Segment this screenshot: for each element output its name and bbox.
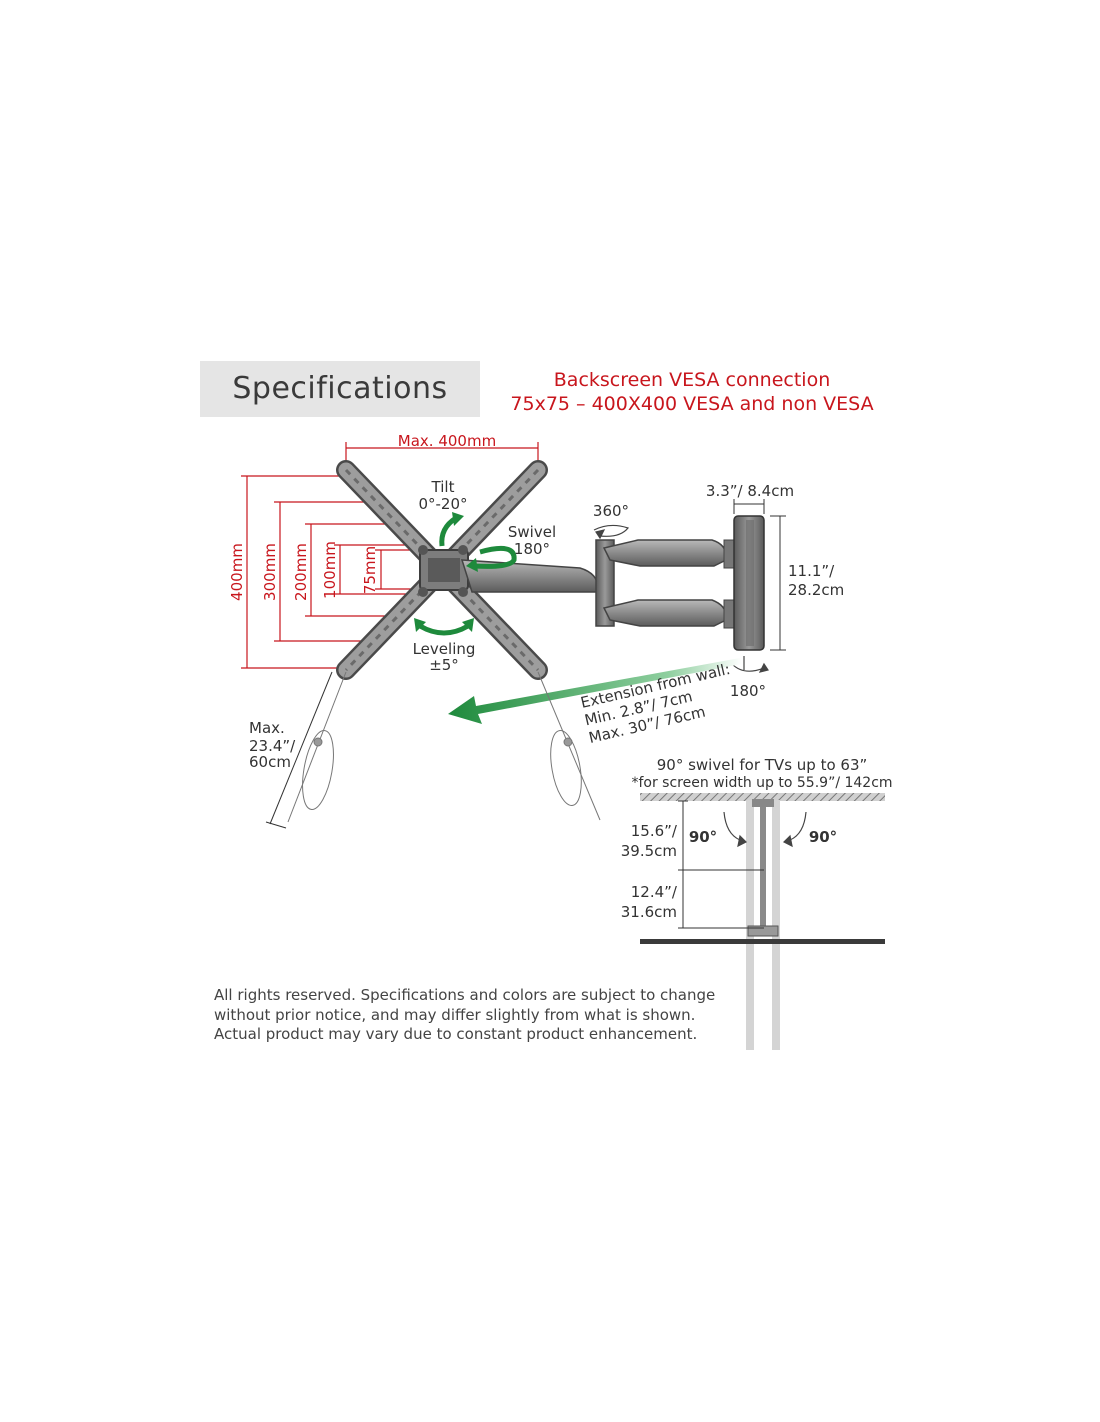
cable-label-1: Max. [249,719,285,737]
top-view-dimension-lines [678,800,764,929]
dim-200mm-label: 200mm [292,543,310,601]
cable-dimension-line [265,671,333,829]
dim-100mm-label: 100mm [321,541,339,599]
swivel-label: Swivel [508,523,556,541]
bracket-height-label-2: 28.2cm [788,581,844,599]
extension-arrow-icon [448,658,742,724]
tilt-value: 0°-20° [418,495,467,513]
top-view-note: *for screen width up to 55.9”/ 142cm [631,775,892,791]
cable-label-2: 23.4”/ [249,737,296,755]
leveling-arrow-icon [414,618,474,636]
cable-label-3: 60cm [249,753,291,771]
top-dim1-line2: 39.5cm [621,842,677,860]
vesa-line-2: 75x75 – 400X400 VESA and non VESA [510,393,874,415]
bracket-width-label: 3.3”/ 8.4cm [706,482,794,500]
bracket-dimension-lines [733,499,786,651]
vesa-subtitle: Backscreen VESA connection 75x75 – 400X4… [500,368,884,416]
vesa-line-1: Backscreen VESA connection [553,369,831,391]
wall-bracket [733,515,765,651]
dim-75mm-label: 75mm [361,546,379,594]
tilt-arrow-icon [439,512,464,547]
header-box: Specifications [200,361,480,417]
top-dim2-line2: 31.6cm [621,903,677,921]
bracket-height-label-1: 11.1”/ [788,562,835,580]
swivel-arrow-icon [466,545,517,572]
leveling-label: Leveling [413,640,476,658]
vesa-cross-plate [336,460,548,680]
top-dim2-line1: 12.4”/ [631,883,678,901]
angle-right-label: 90° [809,828,837,846]
safety-cable-right [537,671,601,821]
leveling-value: ±5° [429,656,459,674]
dim-300mm-label: 300mm [261,543,279,601]
swivel-90-left-icon [723,811,748,848]
arm-rotation-label: 360° [593,502,629,520]
max-width-label: Max. 400mm [398,432,496,450]
rotate-180-icon [731,656,769,673]
wall-hatch [640,793,885,801]
disclaimer-line-2: without prior notice, and may differ sli… [214,1005,696,1024]
top-view-title: 90° swivel for TVs up to 63” [657,756,868,774]
articulating-arm [460,539,747,629]
disclaimer-line-3: Actual product may vary due to constant … [214,1025,698,1043]
swivel-value: 180° [514,540,550,558]
rotate-360-icon [593,524,630,540]
dim-400mm-label: 400mm [228,543,246,601]
angle-left-label: 90° [689,828,717,846]
top-dim1-line1: 15.6”/ [631,822,678,840]
disclaimer-line-1: All rights reserved. Specifications and … [214,986,716,1004]
tilt-label: Tilt [431,478,455,496]
wall-rotation-label: 180° [730,682,766,700]
page-title: Specifications [232,371,448,406]
top-view-mount [640,799,885,1050]
swivel-90-right-icon [782,811,807,848]
safety-cable-left [287,671,347,823]
disclaimer-text: All rights reserved. Specifications and … [214,986,734,1045]
